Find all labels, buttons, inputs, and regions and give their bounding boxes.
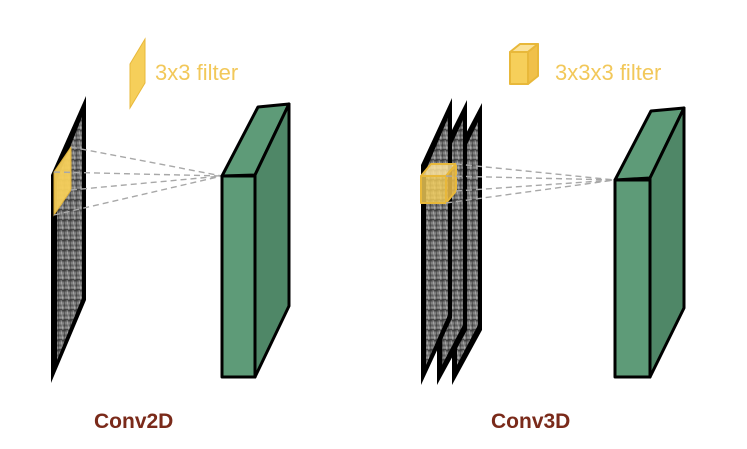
conv2d-group: 3x3 filter Conv2D <box>51 37 291 433</box>
conv2d-section-label: Conv2D <box>94 410 173 433</box>
conv2d-output-feature-map <box>220 102 291 379</box>
conv2d-filter-label: 3x3 filter <box>155 60 238 85</box>
conv3d-output-feature-map <box>613 106 686 379</box>
conv3d-section-label: Conv3D <box>491 410 570 433</box>
conv3d-group: 3x3x3 filter <box>420 43 686 433</box>
conv3d-filter-label: 3x3x3 filter <box>555 60 661 85</box>
conv3d-filter-legend-icon <box>509 43 539 85</box>
conv2d-filter-legend-icon <box>129 37 146 110</box>
conv2d-input-slice <box>51 96 86 383</box>
conv3d-filter-on-input-icon <box>420 163 457 204</box>
conv3d-projection-lines <box>445 163 616 204</box>
conv2d-projection-lines <box>53 146 223 216</box>
